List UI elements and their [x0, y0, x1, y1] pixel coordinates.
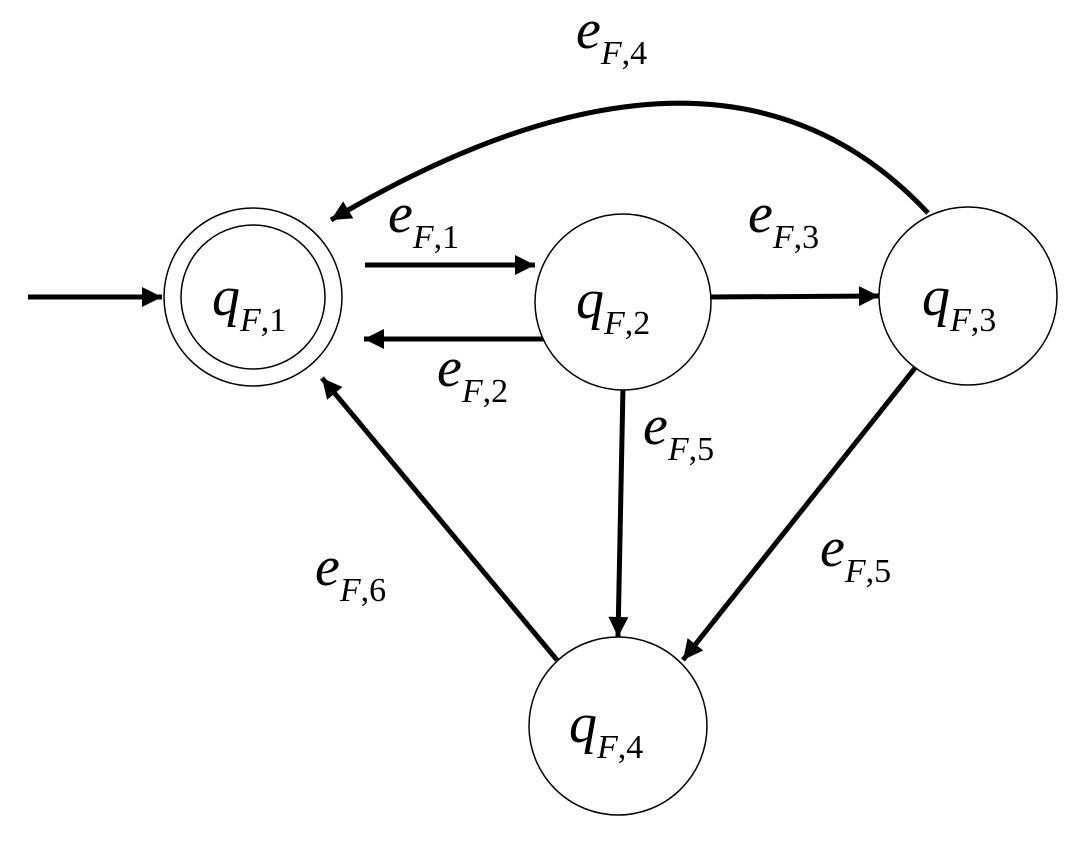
edge-q4-q1-label: eF,6	[315, 536, 386, 609]
edge-q2-q4	[608, 386, 629, 638]
state-q4	[528, 636, 708, 816]
state-q1-label: qF,1	[212, 266, 286, 339]
edge-q3-q1-label: eF,4	[576, 0, 647, 72]
state-q1-inner-ring	[180, 224, 326, 370]
state-q2-label: qF,2	[576, 269, 650, 342]
edge-q2-q3	[709, 286, 880, 307]
edge-q2-q1-label: eF,2	[437, 337, 508, 410]
edge-q2-q4-label: eF,5	[643, 395, 714, 468]
edge-q3-q1	[329, 100, 930, 223]
state-q2	[534, 213, 712, 391]
state-q3	[878, 206, 1058, 386]
edge-q1-q2-label: eF,1	[388, 183, 459, 256]
edge-q4-q1	[320, 376, 559, 662]
state-q1	[163, 207, 343, 387]
edge-q3-q4-label: eF,5	[820, 517, 891, 590]
state-q4-label: qF,4	[569, 693, 643, 766]
edge-q3-q4	[681, 366, 917, 662]
edge-q2-q3-label: eF,3	[748, 183, 819, 256]
state-q3-label: qF,3	[922, 266, 996, 339]
